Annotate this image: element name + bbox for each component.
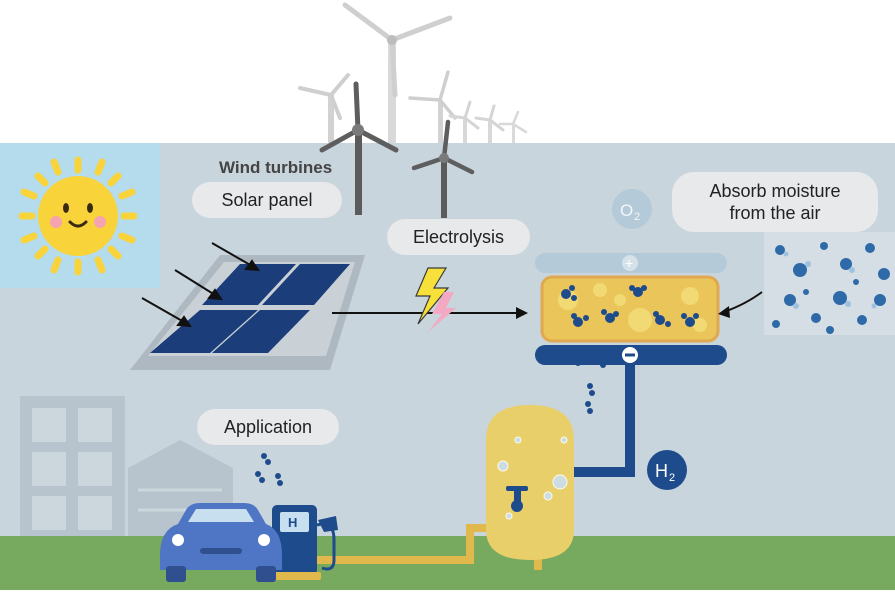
- wind-turbines-label: Wind turbines: [219, 158, 333, 177]
- electrolyzer: +: [535, 253, 727, 365]
- pump-h-letter: H: [288, 515, 297, 530]
- wind-turbine-icon: [342, 2, 453, 143]
- wind-turbine-icon: [298, 73, 350, 143]
- absorb-moisture-label: Absorb moisture from the air: [672, 172, 878, 232]
- car-icon: [160, 503, 282, 582]
- lightning-icon: [415, 267, 456, 332]
- bottom-margin: [0, 590, 895, 601]
- electrolysis-label: Electrolysis: [387, 219, 530, 255]
- application-hydrogen-molecules: [255, 453, 283, 486]
- hydrogen-symbol: H: [655, 461, 668, 481]
- tank-valve-icon: [506, 486, 528, 512]
- hydrogen-badge: H 2: [647, 450, 687, 490]
- sunlight-arrows: [141, 242, 260, 328]
- hydrogen-pump-icon: H: [268, 505, 338, 580]
- solar-panel-label: Solar panel: [192, 182, 342, 218]
- oxygen-subscript: 2: [634, 211, 640, 223]
- hydrogen-subscript: 2: [669, 472, 675, 484]
- absorb-moisture-line2: from the air: [729, 203, 821, 223]
- sun-icon: [18, 156, 138, 276]
- wind-turbines-group: [298, 2, 528, 218]
- solar-panel-icon: [130, 255, 365, 370]
- absorb-moisture-line1: Absorb moisture: [709, 181, 841, 201]
- wind-turbine-icon: [448, 100, 480, 143]
- hydrogen-molecules: [573, 353, 606, 414]
- hydrogen-tank: [486, 405, 574, 560]
- wind-turbine-icon: [319, 81, 399, 215]
- water-molecules: [561, 285, 699, 327]
- hydrogen-pipe: [572, 365, 635, 477]
- oxygen-symbol: O: [620, 201, 633, 220]
- application-label: Application: [197, 409, 339, 445]
- moisture-molecules-image: [764, 232, 895, 335]
- wind-turbine-icon: [411, 119, 475, 218]
- oxygen-bubble: O 2: [612, 189, 652, 229]
- minus-sign: [625, 353, 635, 357]
- wind-turbine-icon: [474, 104, 505, 143]
- wind-turbine-icon: [498, 110, 528, 143]
- moisture-arrowhead: [718, 306, 730, 318]
- electrolyte-cell: [540, 275, 720, 343]
- plus-sign: +: [625, 255, 633, 271]
